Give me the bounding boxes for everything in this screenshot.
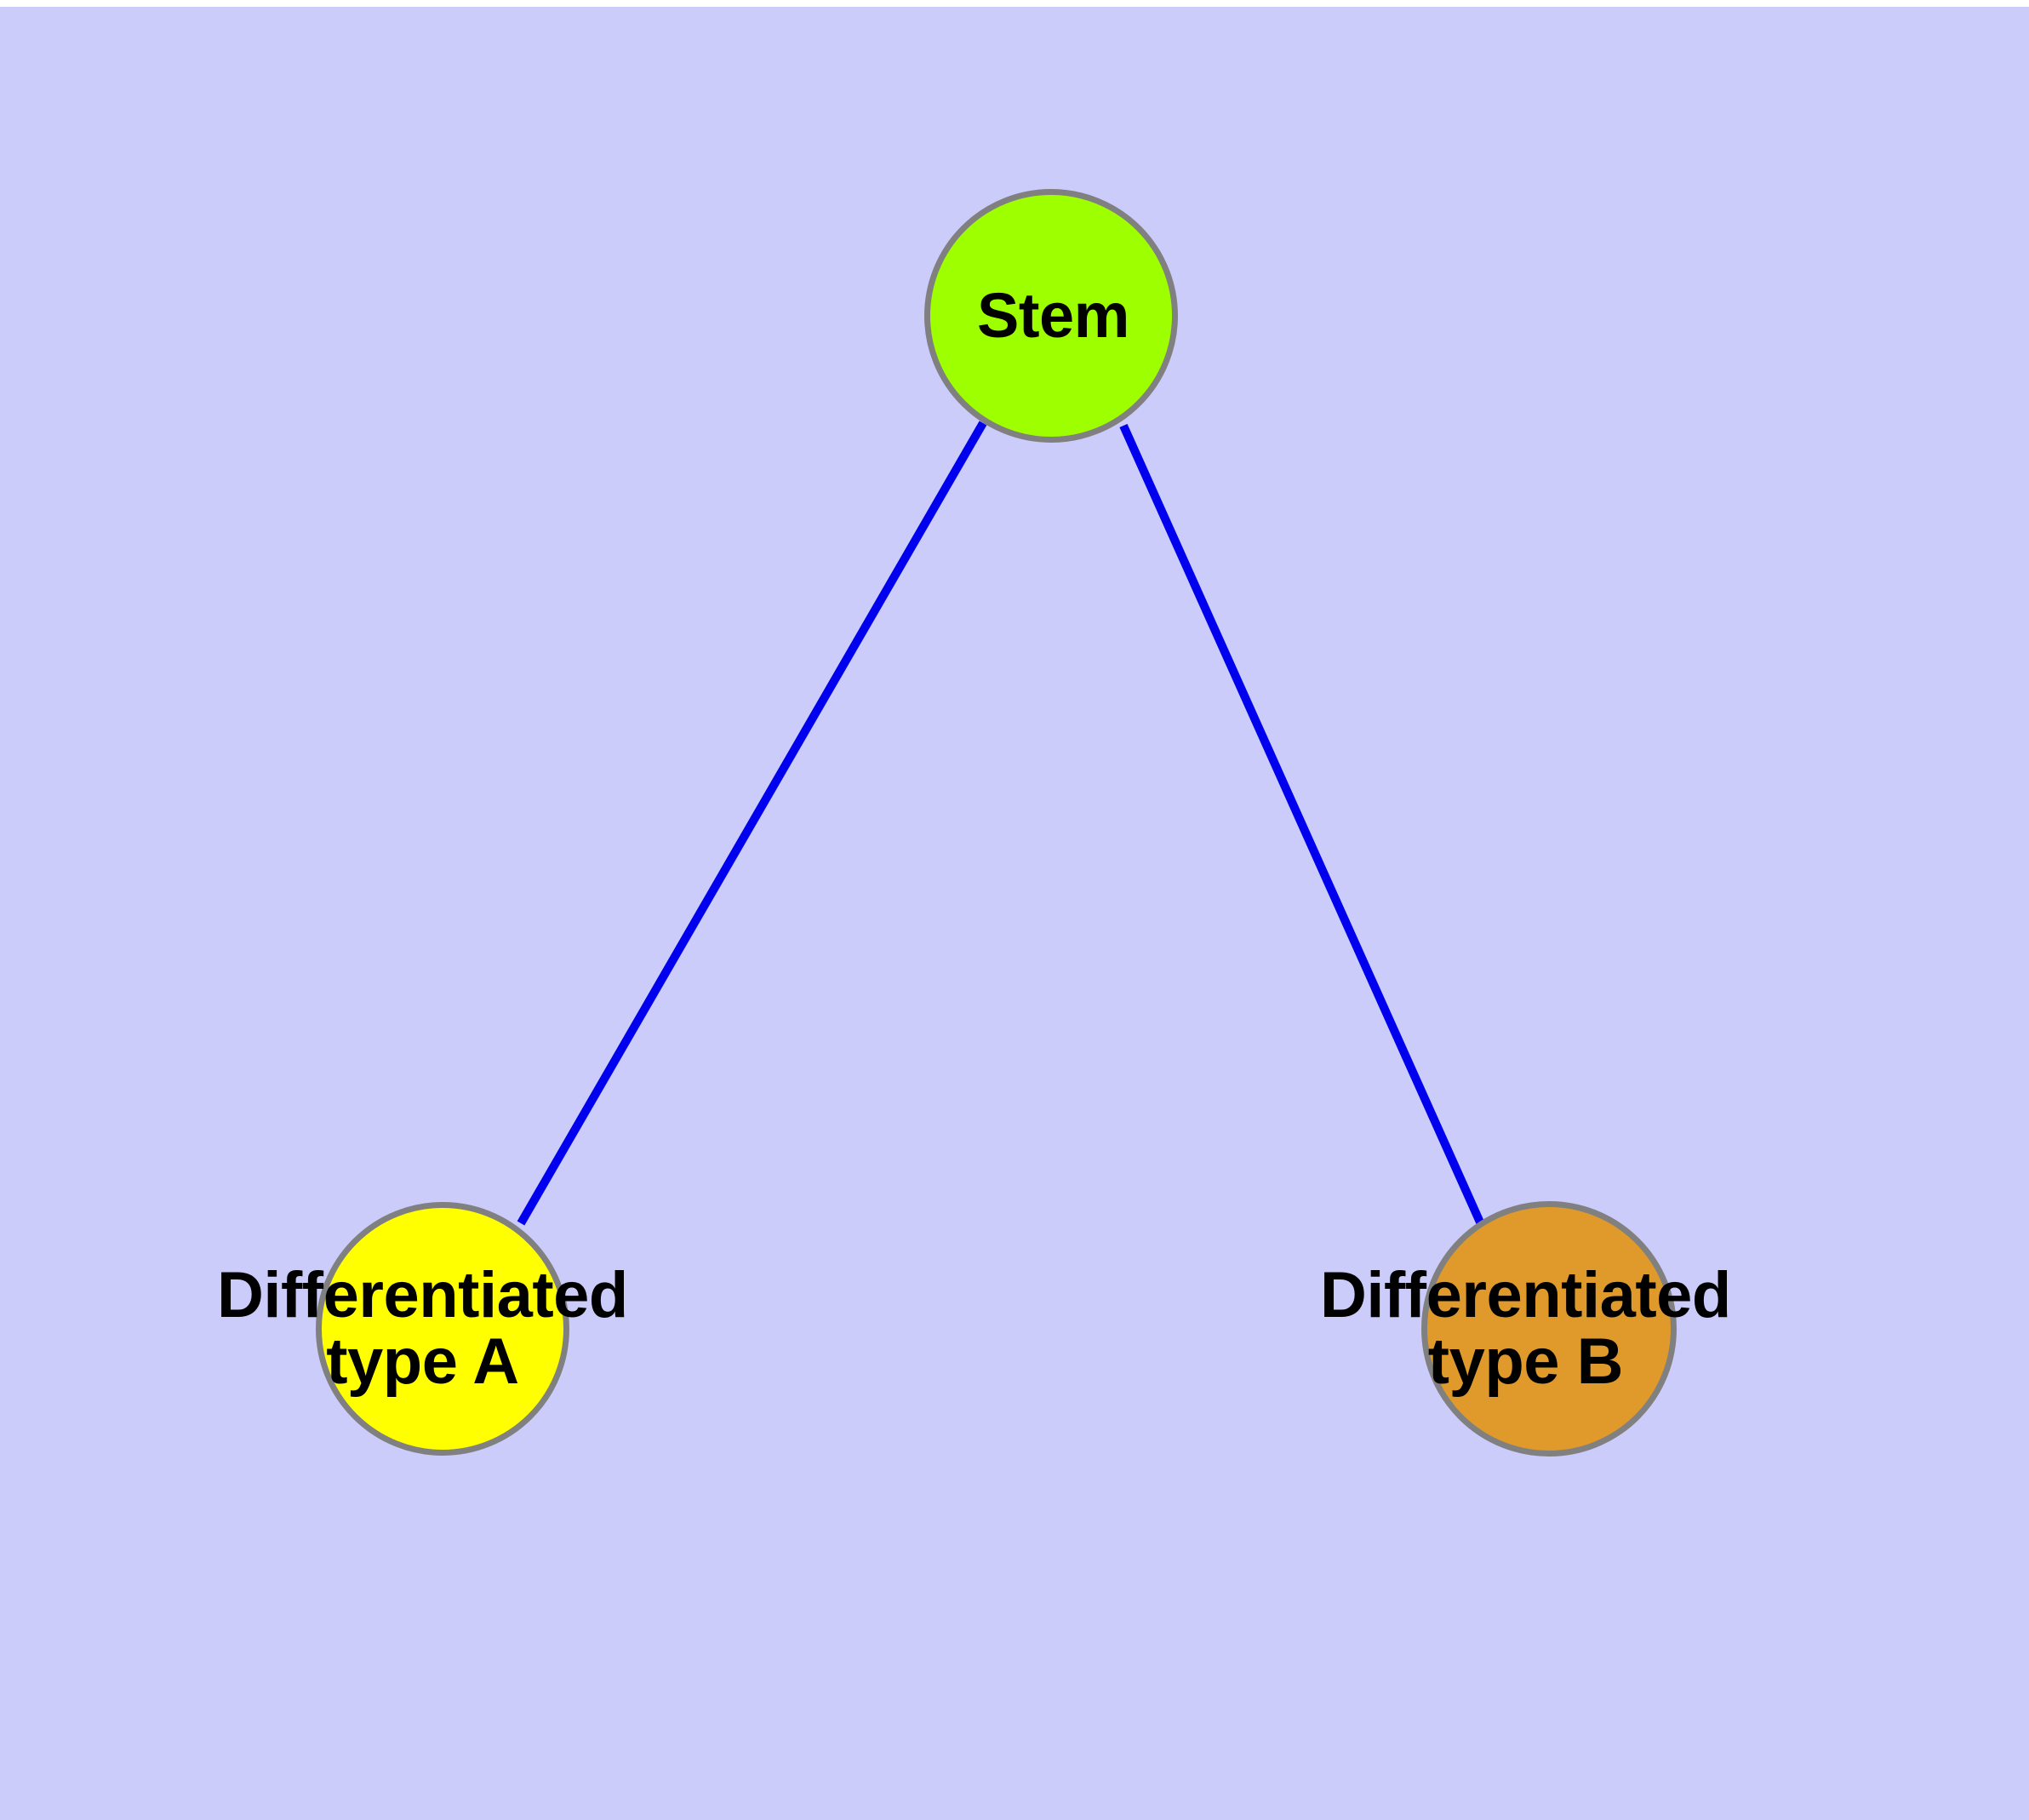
node-layer bbox=[316, 189, 1677, 1457]
edge-stem-to-differentiated-type-b bbox=[1119, 423, 1485, 1227]
edge-stem-to-differentiated-type-a bbox=[517, 421, 987, 1226]
node-differentiated-type-a[interactable] bbox=[316, 1202, 569, 1456]
edge-layer bbox=[517, 421, 1485, 1227]
node-differentiated-type-b[interactable] bbox=[1421, 1201, 1677, 1457]
node-stem[interactable] bbox=[924, 189, 1178, 443]
